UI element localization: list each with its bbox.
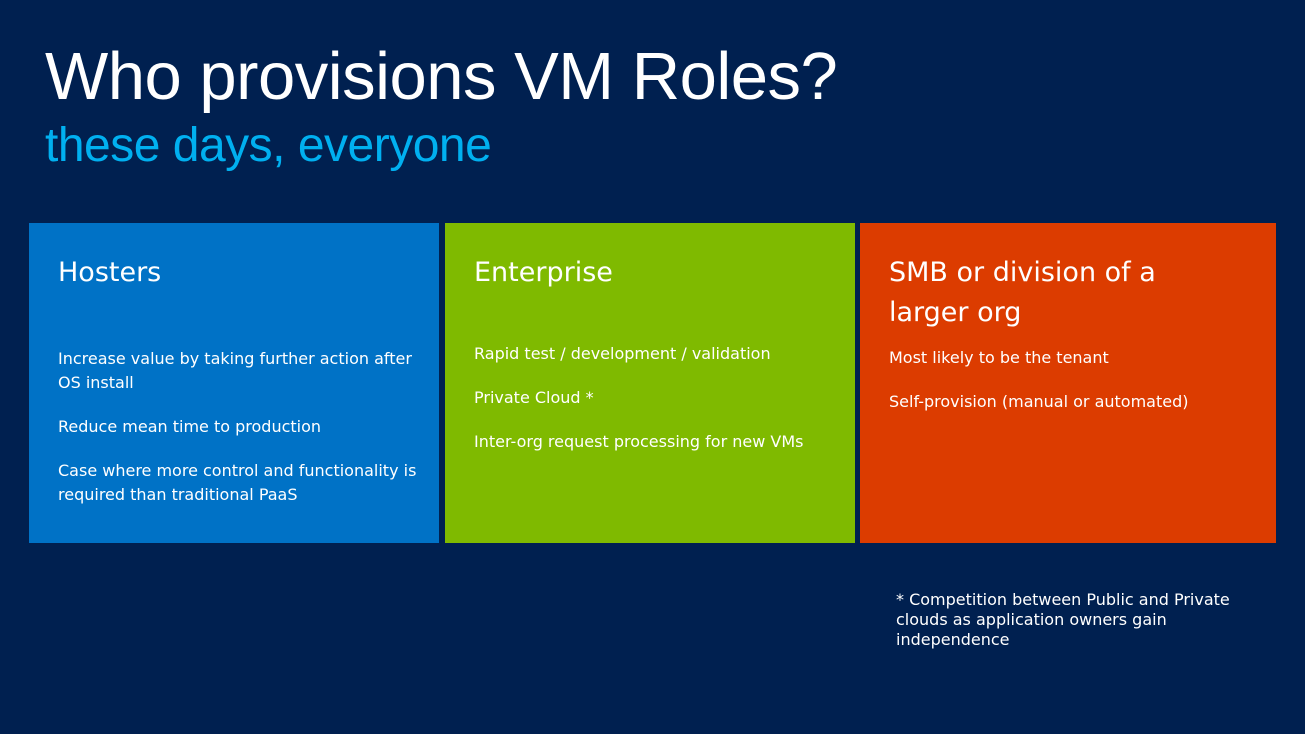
- list-item: Private Cloud *: [474, 388, 594, 407]
- tile-heading: Enterprise: [474, 257, 613, 288]
- tile-enterprise: Enterprise Rapid test / development / va…: [445, 223, 855, 543]
- tile-heading: Hosters: [58, 257, 162, 288]
- tile-heading: SMB or division of a larger org: [889, 257, 1156, 328]
- list-item: Case where more control and functionalit…: [58, 461, 417, 504]
- list-item: Increase value by taking further action …: [58, 349, 412, 392]
- list-item: Reduce mean time to production: [58, 417, 322, 436]
- tile-hosters: Hosters Increase value by taking further…: [29, 223, 439, 543]
- slide-subtitle: these days, everyone: [45, 119, 492, 172]
- list-item: Inter-org request processing for new VMs: [474, 432, 804, 451]
- list-item: Most likely to be the tenant: [889, 348, 1109, 367]
- tile-smb: SMB or division of a larger org Most lik…: [860, 223, 1276, 543]
- list-item: Self-provision (manual or automated): [889, 392, 1189, 411]
- tile-item-list: Increase value by taking further action …: [58, 347, 418, 527]
- slide-title: Who provisions VM Roles?: [45, 39, 838, 114]
- footnote: * Competition between Public and Private…: [896, 590, 1230, 649]
- list-item: Rapid test / development / validation: [474, 344, 771, 363]
- tile-item-list: Most likely to be the tenant Self-provis…: [889, 346, 1249, 434]
- tile-item-list: Rapid test / development / validation Pr…: [474, 342, 834, 474]
